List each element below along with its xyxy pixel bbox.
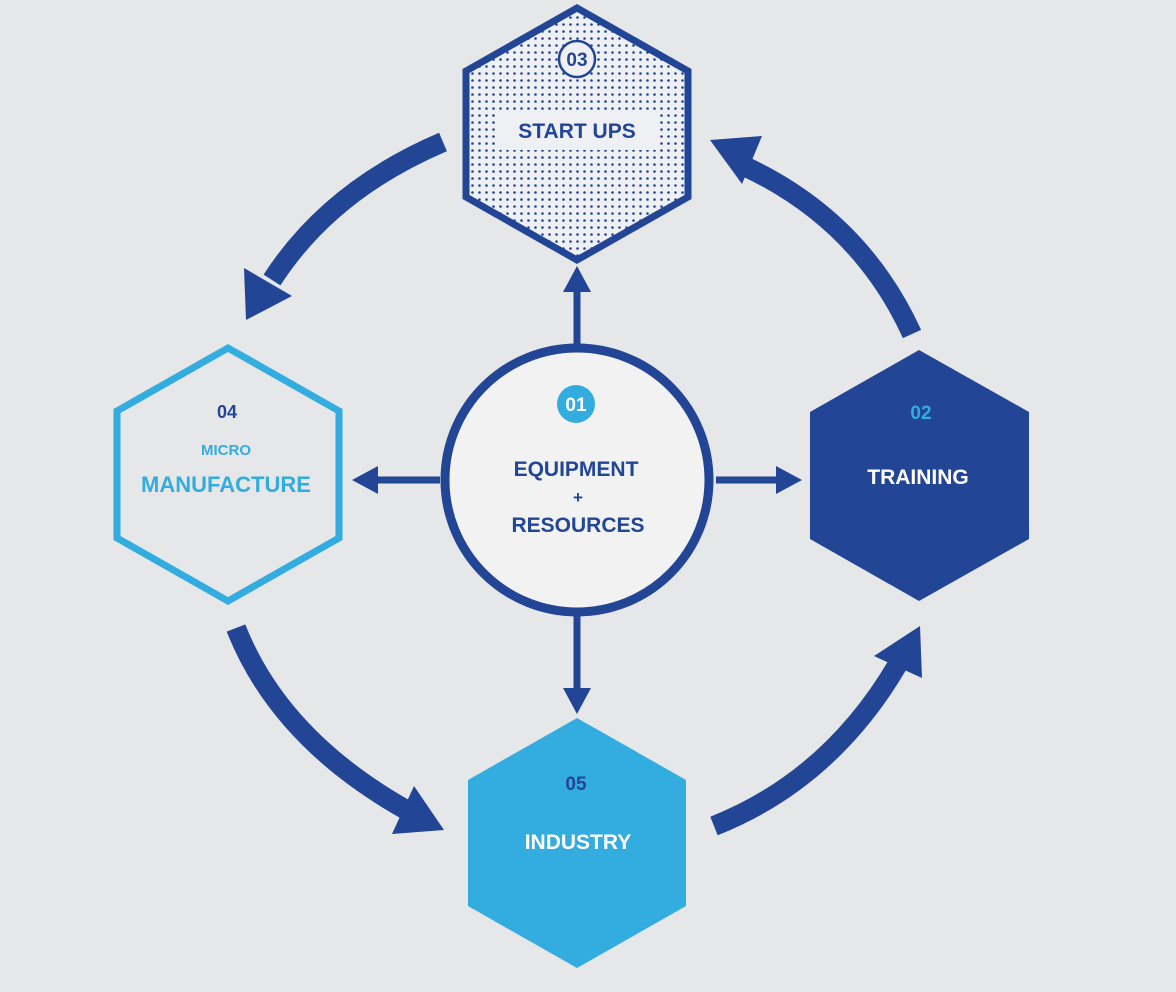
industry-label: INDUSTRY (525, 831, 632, 854)
micro-label: MANUFACTURE (141, 472, 311, 497)
connector-arrow-icon (716, 466, 802, 494)
center-line2: RESOURCES (511, 514, 644, 537)
cycle-arrow-icon (244, 132, 447, 320)
connector-arrow-icon (563, 616, 591, 714)
startups-label-box (498, 112, 658, 150)
startups-node: 03 START UPS (462, 3, 692, 265)
industry-node: 05 INDUSTRY (468, 718, 686, 968)
cycle-arrow-icon (710, 626, 922, 836)
connector-arrow-icon (352, 466, 440, 494)
cycle-arrow-icon (710, 136, 922, 339)
startups-label: START UPS (518, 120, 635, 143)
training-node: 02 TRAINING (810, 350, 1029, 601)
startups-number-badge (557, 39, 597, 79)
center-node: 01 EQUIPMENT + RESOURCES (440, 343, 714, 617)
center-number-badge (557, 385, 595, 423)
center-number: 01 (565, 395, 587, 416)
connector-arrow-icon (563, 266, 591, 344)
startups-number: 03 (566, 50, 587, 71)
micro-number: 04 (217, 402, 237, 422)
training-number: 02 (910, 403, 931, 424)
micro-small-label: MICRO (201, 442, 251, 459)
cycle-arrow-icon (226, 624, 444, 834)
micro-manufacture-node: 04 MICRO MANUFACTURE (113, 343, 343, 606)
training-label: TRAINING (867, 466, 969, 489)
center-line1: EQUIPMENT (514, 458, 639, 481)
industry-number: 05 (565, 774, 587, 795)
center-plus: + (573, 488, 583, 507)
